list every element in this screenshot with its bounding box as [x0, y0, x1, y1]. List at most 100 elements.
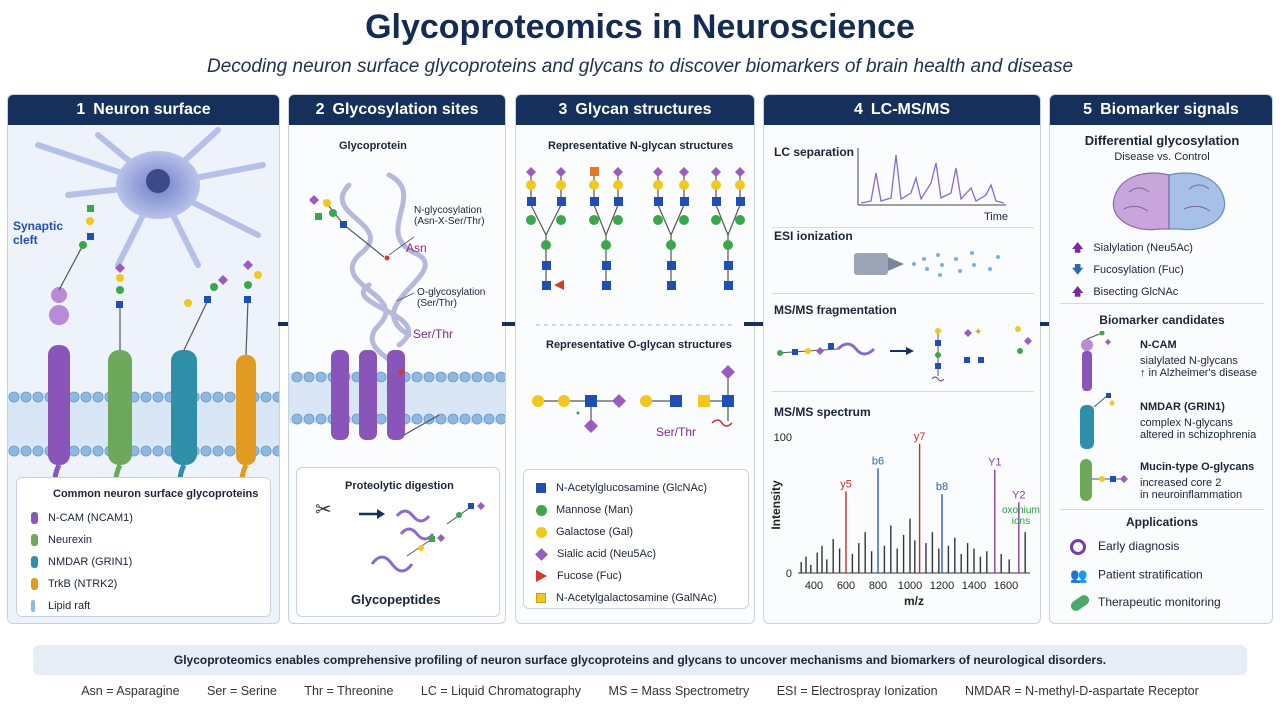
legend-item-nmdar: NMDAR (GRIN1) — [31, 556, 132, 569]
x-tick-label: 600 — [837, 580, 855, 592]
page-title: Glycoproteomics in Neuroscience — [365, 8, 915, 46]
o-glycan-1 — [532, 394, 626, 433]
n-glycan-title: Representative N-glycan structures — [548, 140, 734, 152]
asn-site-marker — [384, 255, 390, 261]
sialic-acid-diamond-icon — [535, 547, 548, 561]
trkb-icon — [31, 578, 38, 591]
fragmentation-illustration: ✦ — [777, 326, 1032, 382]
n-glycan-3 — [653, 167, 689, 290]
n-glycosylation-label: N-glycosylation(Asn-X-Ser/Thr) — [414, 205, 485, 227]
legend-glcnac: N-Acetylglucosamine (GlcNAc) — [536, 482, 707, 494]
n-glycan-2 — [589, 167, 623, 290]
abbr-esi: ESI = Electrospray Ionization — [776, 684, 938, 698]
o-glycan-2 — [640, 365, 735, 427]
digestion-illustration: ✂ — [315, 499, 485, 573]
candidate-nmdar-icon — [1080, 393, 1115, 449]
glycoprotein-illustration — [289, 172, 505, 440]
esi-ionization-label: ESI ionization — [774, 229, 853, 243]
y-axis-label: Intensity — [769, 480, 783, 530]
brain-icon — [1112, 172, 1226, 231]
fucose-triangle-icon — [536, 570, 547, 583]
nmdar-icon — [31, 556, 38, 569]
lipid-raft-icon — [31, 600, 35, 613]
change-fucosylation: 🡇Fucosylation (Fuc) — [1072, 264, 1184, 276]
pill-icon — [1068, 592, 1092, 613]
x-tick-label: 800 — [869, 580, 887, 592]
arrow-up-icon: 🡅 — [1072, 242, 1084, 254]
lc-separation-label: LC separation — [774, 145, 855, 159]
app-early-diagnosis: Early diagnosis — [1070, 539, 1179, 555]
neuron-nucleus — [146, 169, 170, 193]
abbr-ser: Ser = Serine — [207, 684, 277, 698]
o-glycan-ser-thr-label: Ser/Thr — [656, 425, 697, 439]
candidate-mucin-name: Mucin-type O-glycans — [1140, 461, 1255, 473]
summary-bar: Glycoproteomics enables comprehensive pr… — [33, 645, 1247, 675]
abbreviations: Asn = Asparagine Ser = Serine Thr = Thre… — [0, 684, 1280, 698]
glycoprotein-legend: Common neuron surface glycoproteins N-CA… — [16, 477, 271, 617]
neurexin-icon — [31, 534, 38, 547]
esi-spray — [854, 251, 1000, 277]
x-axis-label: m/z — [904, 594, 924, 605]
candidate-ncam-icon — [1081, 331, 1111, 391]
legend-item-trkb: TrkB (NTRK2) — [31, 578, 117, 591]
legend-title: Common neuron surface glycoproteins — [53, 488, 259, 500]
msms-fragmentation-label: MS/MS fragmentation — [774, 303, 897, 317]
abbr-lc: LC = Liquid Chromatography — [420, 684, 582, 698]
candidate-nmdar-name: NMDAR (GRIN1) — [1140, 401, 1225, 413]
scissors-icon: ✂ — [315, 499, 332, 521]
x-tick-label: 1200 — [930, 580, 954, 592]
n-glycan-1 — [526, 167, 566, 290]
asn-label: Asn — [406, 241, 427, 255]
msms-spectrum-label: MS/MS spectrum — [774, 405, 871, 419]
change-sialylation: 🡅Sialylation (Neu5Ac) — [1072, 242, 1193, 254]
n-glycan-chain — [309, 195, 385, 258]
mannose-circle-icon — [536, 504, 547, 516]
glycoprotein-label: Glycoprotein — [339, 140, 407, 152]
arrow-up-icon: 🡅 — [1072, 286, 1084, 298]
digestion-title: Proteolytic digestion — [345, 480, 454, 492]
o-glycosylation-label: O-glycosylation(Ser/Thr) — [417, 287, 486, 309]
ncam-receptor — [48, 205, 94, 502]
legend-item-ncam: N-CAM (NCAM1) — [31, 512, 133, 525]
y-tick-label: 100 — [774, 432, 792, 444]
abbr-nmdar: NMDAR = N-methyl-D-aspartate Receptor — [965, 684, 1199, 698]
peak-label: y7 — [914, 431, 926, 443]
x-tick-label: 400 — [805, 580, 823, 592]
legend-item-lipid-raft: Lipid raft — [31, 600, 90, 613]
change-bisecting: 🡅Bisecting GlcNAc — [1072, 286, 1179, 298]
ser-thr-label: Ser/Thr — [413, 327, 454, 341]
ser-thr-site-marker — [398, 369, 404, 375]
legend-galnac: N-Acetylgalactosamine (GalNAc) — [536, 592, 717, 604]
galactose-circle-icon — [536, 526, 547, 538]
glcnac-square-icon — [536, 483, 546, 494]
svg-text:✦: ✦ — [974, 327, 982, 338]
galnac-square-icon — [536, 593, 546, 604]
o-glycan-chain — [403, 414, 440, 436]
legend-item-neurexin: Neurexin — [31, 534, 92, 547]
app-patient-stratification: 👥Patient stratification — [1070, 567, 1203, 583]
ncam-icon — [31, 512, 38, 525]
legend-fucose: Fucose (Fuc) — [536, 570, 622, 583]
glycopeptides-label: Glycopeptides — [351, 592, 441, 607]
diff-glycosylation-title: Differential glycosylation — [1084, 133, 1240, 148]
app-therapeutic-monitoring: Therapeutic monitoring — [1068, 592, 1221, 613]
peak-label: Y1 — [988, 457, 1001, 469]
digestion-box: Proteolytic digestion ✂ Glycopeptides — [296, 467, 500, 617]
chromatogram — [857, 148, 1006, 206]
time-axis-label: Time — [984, 211, 1009, 223]
candidate-ncam-desc: sialylated N-glycans↑ in Alzheimer's dis… — [1140, 355, 1258, 379]
magnifier-icon — [1070, 539, 1086, 555]
arrow-down-icon: 🡇 — [1072, 264, 1084, 276]
diff-glycosylation-subtitle: Disease vs. Control — [1114, 151, 1210, 163]
